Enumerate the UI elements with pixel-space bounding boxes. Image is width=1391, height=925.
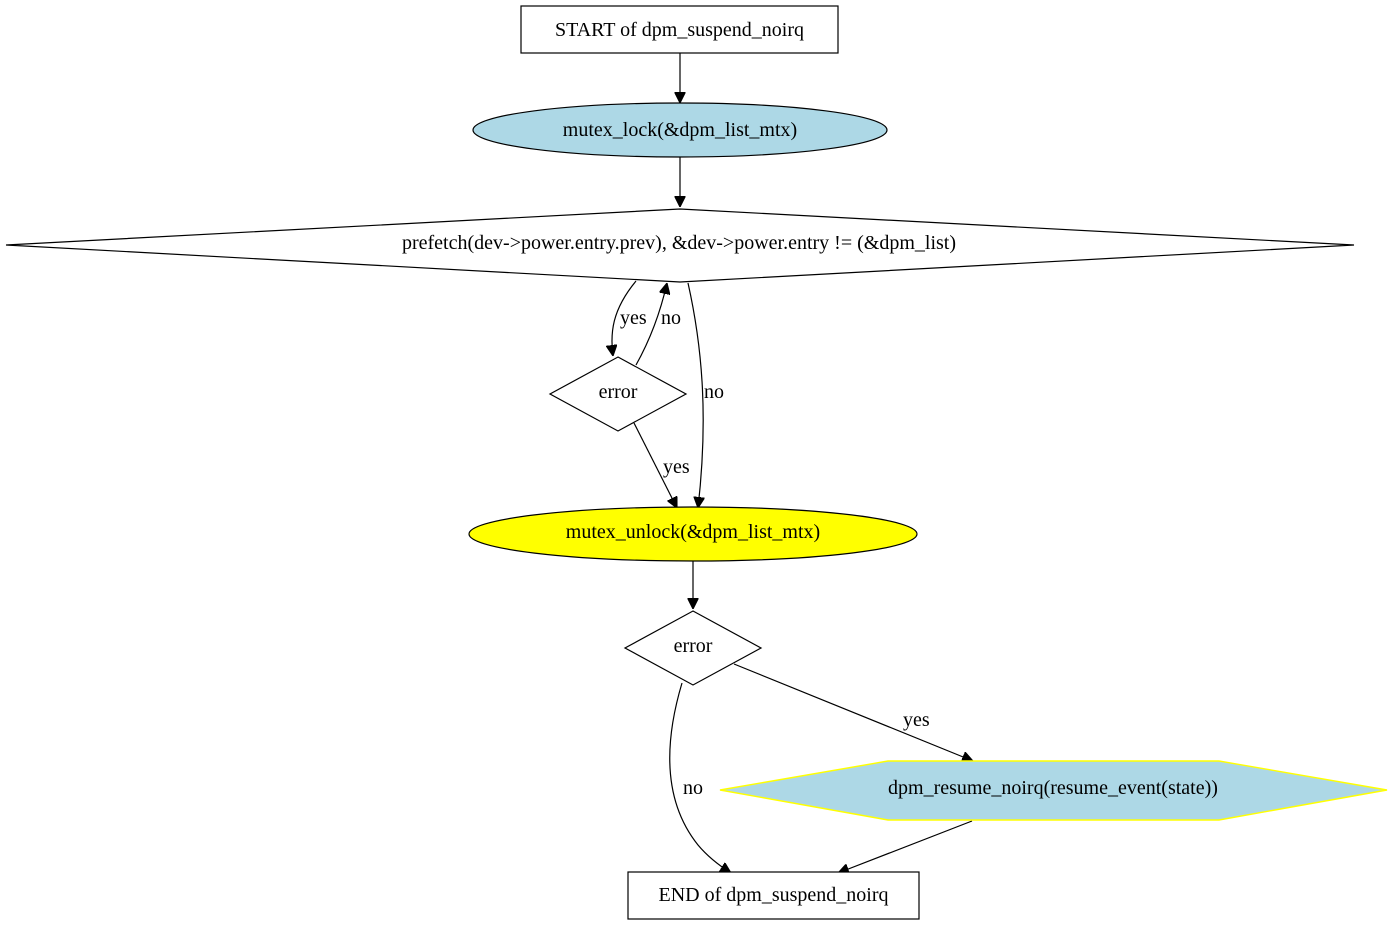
node-end: END of dpm_suspend_noirq <box>627 871 920 920</box>
edge-label-error2-to-end-no: no <box>683 777 703 799</box>
edge-labels: yes no no yes yes no <box>620 307 930 799</box>
node-lock-ellipse <box>472 102 888 158</box>
node-loop-condition-label: prefetch(dev->power.entry.prev), &dev->p… <box>402 232 956 254</box>
edge-resume-to-end <box>838 820 973 873</box>
node-error-inner-label: error <box>599 381 638 403</box>
node-error-inner-diamond <box>548 356 688 432</box>
node-start: START of dpm_suspend_noirq <box>520 5 839 54</box>
edge-label-loop-to-unlock-no: no <box>704 381 724 403</box>
node-resume-label: dpm_resume_noirq(resume_event(state)) <box>888 777 1218 799</box>
node-lock-label: mutex_lock(&dpm_list_mtx) <box>563 119 797 141</box>
edge-loop-to-error-yes <box>612 280 637 356</box>
node-error-inner: error <box>548 356 688 432</box>
edge-error2-to-end-no <box>669 682 731 873</box>
edges <box>612 53 973 873</box>
node-unlock-label: mutex_unlock(&dpm_list_mtx) <box>566 521 820 543</box>
edge-label-error2-to-resume-yes: yes <box>903 709 930 731</box>
node-lock: mutex_lock(&dpm_list_mtx) <box>472 102 888 158</box>
node-resume-hexagon <box>719 760 1388 821</box>
node-resume: dpm_resume_noirq(resume_event(state)) <box>719 760 1388 821</box>
node-unlock-ellipse <box>468 506 918 562</box>
edge-label-error-to-loop-no: no <box>661 307 681 329</box>
node-start-label: START of dpm_suspend_noirq <box>555 19 804 41</box>
edge-error-to-loop-no <box>635 283 667 366</box>
node-unlock: mutex_unlock(&dpm_list_mtx) <box>468 506 918 562</box>
node-loop-condition-diamond <box>5 208 1355 283</box>
node-start-box <box>520 5 839 54</box>
node-end-box <box>627 871 920 920</box>
edge-label-error-to-unlock-yes: yes <box>663 456 690 478</box>
edge-label-loop-to-error-yes: yes <box>620 307 647 329</box>
node-error-outer-diamond <box>623 610 763 686</box>
edge-error2-to-resume-yes <box>733 663 973 761</box>
node-error-outer: error <box>623 610 763 686</box>
edge-loop-to-unlock-no <box>687 282 703 508</box>
node-end-label: END of dpm_suspend_noirq <box>659 884 889 906</box>
node-loop-condition: prefetch(dev->power.entry.prev), &dev->p… <box>5 208 1355 283</box>
node-error-outer-label: error <box>674 635 713 657</box>
edge-error-to-unlock-yes <box>633 422 677 508</box>
